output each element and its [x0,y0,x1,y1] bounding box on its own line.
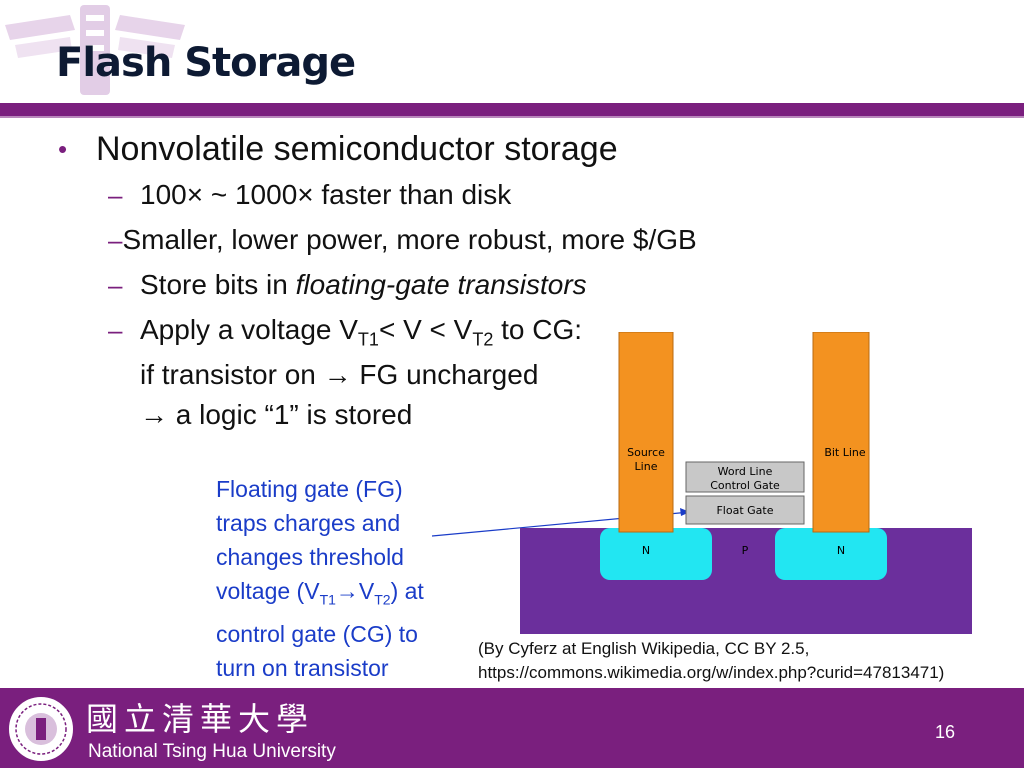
p-substrate [520,528,972,634]
bullet-main: • Nonvolatile semiconductor storage [58,128,678,170]
floating-gate-note: Floating gate (FG) traps charges and cha… [216,476,424,681]
university-name-english: National Tsing Hua University [88,741,336,762]
float-gate [685,495,805,525]
footer-band [0,688,1024,768]
slide-title: Flash Storage [56,40,356,86]
n-right-label: N [837,544,845,557]
bit-line-label: Bit Line [824,446,866,459]
title-divider-line [0,116,1024,118]
source-line [618,332,674,533]
subbullet-speed: – 100× ~ 1000× faster than disk [108,175,678,220]
apply-line-3: → a logic “1” is stored [140,399,413,430]
word-line-label: Word Line [718,465,773,478]
dash-icon: – [108,270,123,300]
n-region-left [600,528,712,580]
arrow-icon: → [335,578,359,604]
dash-icon: – [108,180,123,210]
subbullet-store: – Store bits in floating-gate transistor… [108,265,678,310]
source-line-label-2: Line [635,460,658,473]
university-seal-icon [7,695,75,763]
title-divider-band [0,103,1024,116]
nthu-watermark-logo [5,5,185,95]
subbullet-smaller: – Smaller, lower power, more robust, mor… [108,220,697,265]
bit-line [812,332,870,533]
floating-gate-transistor-diagram: Source Line Bit Line Word Line Control G… [520,332,972,634]
page-number: 16 [935,722,956,742]
dash-icon: – [108,225,123,255]
n-region-right [775,528,887,580]
floating-gate-term: floating-gate transistors [295,269,587,300]
university-name-chinese: 國立清華大學 [86,700,315,738]
image-credit: (By Cyferz at English Wikipedia, CC BY 2… [478,639,945,682]
control-gate-label: Control Gate [710,479,780,492]
bullet-list: • Nonvolatile semiconductor storage – 10… [58,128,697,435]
n-left-label: N [642,544,650,557]
source-line-label-1: Source [627,446,665,459]
float-gate-label: Float Gate [716,504,773,517]
apply-line-2: if transistor on → FG uncharged [140,359,539,390]
p-label: P [742,544,749,557]
control-gate [685,461,805,493]
subbullet-apply: – Apply a voltage VT1< V < VT2 to CG: [108,310,678,355]
dash-icon: – [108,315,123,345]
bullet-dot-icon: • [58,133,68,164]
bullet-main-text: Nonvolatile semiconductor storage [96,129,618,168]
